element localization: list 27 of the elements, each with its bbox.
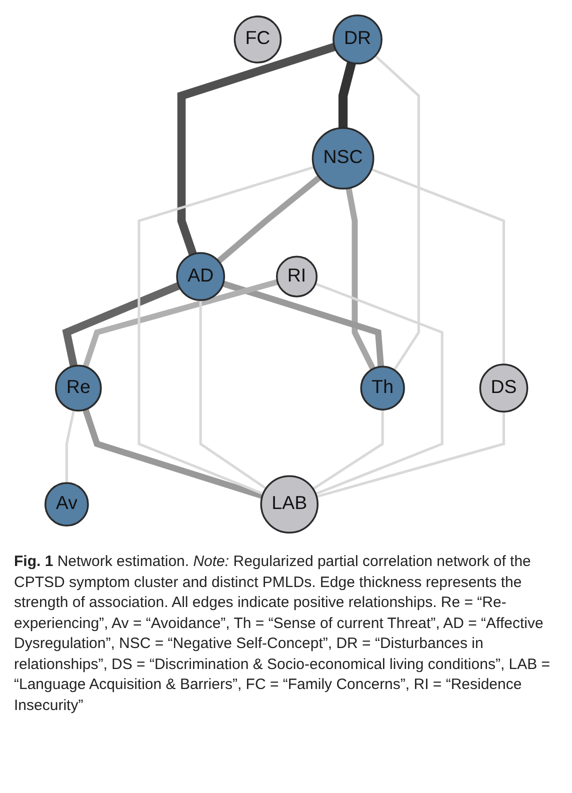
connector — [198, 300, 266, 490]
node-circle: DR — [332, 14, 382, 64]
connector — [216, 175, 322, 264]
node-circle: AD — [176, 252, 225, 302]
connector — [82, 279, 278, 368]
connector — [222, 280, 384, 367]
node-circle: LAB — [260, 475, 318, 534]
connector — [65, 410, 75, 484]
connector — [374, 54, 420, 371]
node-circle: FC — [233, 16, 282, 64]
connector — [314, 282, 444, 496]
connector — [62, 282, 180, 367]
connector — [312, 410, 384, 490]
node-circle: RI — [276, 256, 318, 298]
node-circle: Th — [360, 366, 405, 410]
connector — [345, 188, 376, 370]
connector — [338, 62, 356, 128]
node-circle: DS — [478, 364, 528, 413]
connector — [177, 42, 336, 256]
connector — [316, 412, 505, 498]
figure-caption: Fig. 1 Network estimation. Note: Regularized partial correlation network of the CPTSD symptom cluster and distinct PMLDs. Edge thickness represents the strength of association. All edges indicate positive relationships. Re = “Re-experiencing”, Av = “Avoidance”, Th = “Sense of current Threat”, AD = “Affective Dysregulation”, NSC = “Negative Self-Concept”, DR = “Disturbances in relationships”, DS = “Discrimination & Socio-economical living conditions”, LAB = “Language Acquisition & Barriers”, FC = “Family Concerns”, RI = “Residence Insecurity” — [14, 552, 552, 716]
connector — [82, 408, 264, 499]
node-circle: Av — [44, 482, 89, 527]
connector — [370, 168, 505, 365]
node-circle: NSC — [312, 127, 374, 190]
node-circle: Re — [54, 364, 102, 412]
connector — [137, 166, 314, 495]
